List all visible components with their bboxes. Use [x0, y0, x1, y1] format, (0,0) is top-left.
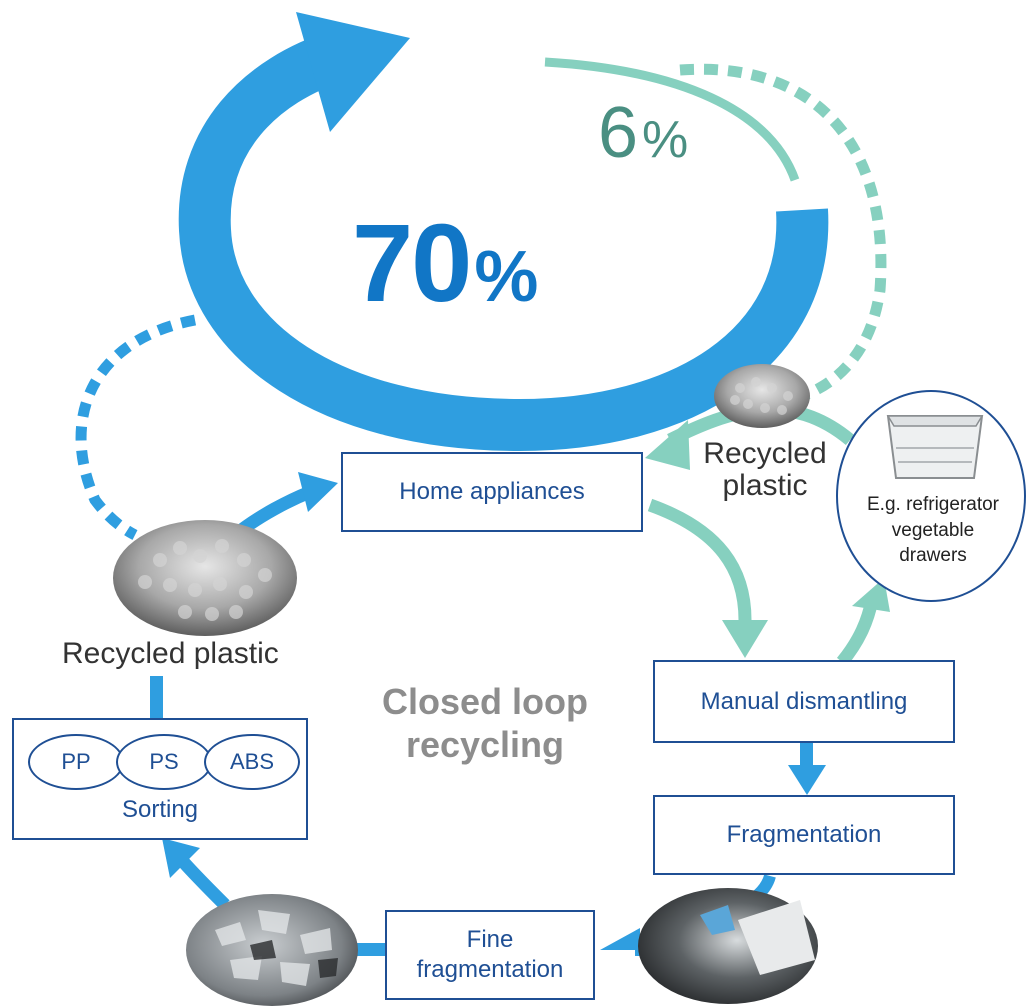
- fragment-light-piece: [738, 900, 815, 975]
- example-caption: E.g. refrigerator vegetable drawers: [838, 492, 1028, 569]
- blue-connector-3: [355, 943, 387, 956]
- sorting-label: Sorting: [121, 796, 199, 823]
- teal-arrow-to-dismantling: [647, 498, 752, 621]
- percent-70-label: 70%: [352, 200, 538, 327]
- blue-arrow-to-sorting: [175, 853, 230, 910]
- percent-6-value: 6: [598, 93, 639, 173]
- fine-fragmentation-line1: Fine: [466, 926, 514, 953]
- teal-arrow-to-home-head: [645, 420, 690, 470]
- fragments-fine-texture: [215, 910, 332, 986]
- manual-dismantling-box: Manual dismantling: [653, 660, 955, 743]
- resin-pill-abs: ABS: [204, 734, 300, 790]
- example-line2: vegetable: [891, 519, 975, 541]
- blue-dashed-path: [75, 314, 197, 540]
- percent-6-sign: %: [642, 111, 689, 169]
- blue-connector-4: [150, 676, 163, 718]
- percent-6-label: 6%: [598, 92, 688, 174]
- recycled-pellets-left-texture: [138, 539, 272, 621]
- recycled-plastic-left-label: Recycled plastic: [62, 637, 279, 670]
- recycled-pellets-right-image: [714, 364, 810, 428]
- blue-arrow-to-sorting-head: [162, 838, 200, 878]
- blue-connector-1: [800, 742, 813, 767]
- teal-dashed-path: [679, 63, 887, 401]
- example-circle: E.g. refrigerator vegetable drawers: [836, 390, 1026, 602]
- example-line3: drawers: [899, 545, 967, 567]
- blue-arrow-to-fine-head: [600, 928, 640, 972]
- vegetable-drawer-icon: [886, 415, 984, 479]
- loop-arrow-70-head: [296, 12, 410, 132]
- loop-arrow-70: [178, 30, 829, 452]
- closed-loop-recycling-title: Closed loop recycling: [340, 680, 630, 766]
- resin-pill-pp: PP: [28, 734, 124, 790]
- home-appliances-box: Home appliances: [341, 452, 643, 532]
- fragment-blue-piece: [700, 905, 735, 935]
- teal-arrow-to-dismantling-head: [722, 620, 768, 658]
- center-line1: Closed loop: [382, 681, 588, 722]
- recycled-plastic-right-line2: plastic: [722, 468, 808, 502]
- percent-70-value: 70: [352, 202, 472, 325]
- fragments-fine-dark: [250, 940, 338, 978]
- teal-arrow-to-example: [836, 598, 879, 667]
- loop-arrow-6: [544, 57, 800, 182]
- recycled-plastic-right-line1: Recycled: [703, 437, 827, 470]
- percent-70-sign: %: [474, 237, 538, 317]
- recycled-plastic-right-label: Recycled plastic: [690, 438, 840, 501]
- sorting-box: PP PS ABS Sorting: [12, 718, 308, 840]
- example-line1: E.g. refrigerator: [867, 494, 999, 515]
- resin-pill-ps: PS: [116, 734, 212, 790]
- recycled-pellets-left-image: [113, 520, 297, 636]
- teal-arrow-to-example-head: [852, 578, 890, 612]
- center-line2: recycling: [405, 724, 565, 766]
- recycled-pellets-right-texture: [730, 377, 793, 415]
- fragmentation-box: Fragmentation: [653, 795, 955, 875]
- blue-arrow-to-home-head: [298, 472, 338, 512]
- fine-fragmentation-box: Fine fragmentation: [385, 910, 595, 1000]
- fine-fragmentation-line2: fragmentation: [416, 956, 564, 983]
- blue-arrow-to-fragmentation-head: [788, 765, 826, 795]
